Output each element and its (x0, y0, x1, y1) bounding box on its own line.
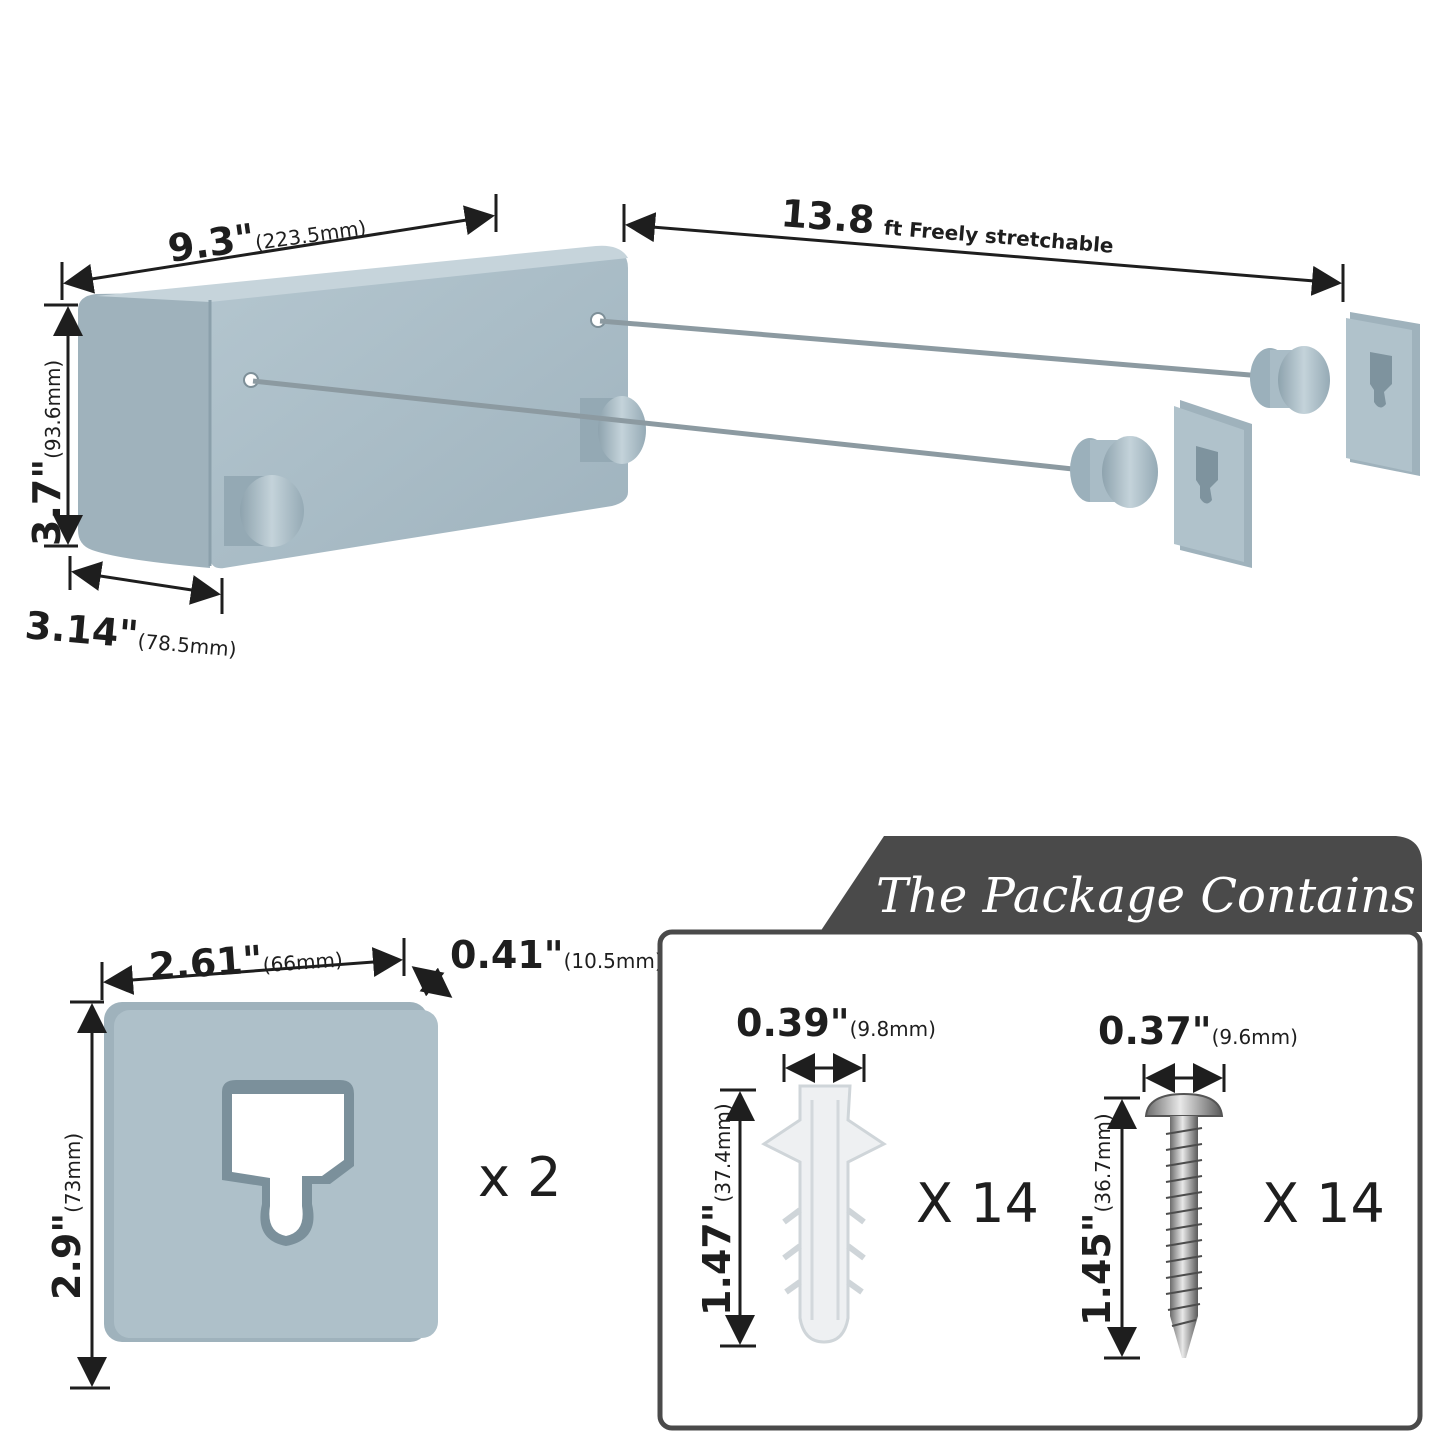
unit-width-value: 9.3" (165, 215, 257, 271)
wire-lower (252, 378, 1083, 473)
knob-left (224, 475, 304, 547)
package-banner (820, 836, 1422, 932)
screw-illustration (1144, 1092, 1224, 1358)
wall-anchor-illustration (761, 1084, 887, 1344)
plate-width-metric: (66mm) (262, 948, 344, 978)
line-length-label: ft Freely stretchable (883, 215, 1114, 257)
dim-unit-width: 9.3"(223.5mm) (60, 194, 498, 300)
anchor-length-value: 1.47" (695, 1202, 739, 1316)
wire-upper (599, 318, 1263, 379)
dim-unit-depth: 3.14"(78.5mm) (23, 556, 239, 665)
wall-plate-small-upper (1346, 312, 1420, 476)
svg-text:2.9"(73mm): 2.9"(73mm) (45, 1133, 89, 1300)
line-length-value: 13.8 (779, 191, 876, 242)
plate-width-value: 2.61" (148, 937, 264, 989)
knob-right (580, 396, 646, 464)
svg-text:9.3"(223.5mm): 9.3"(223.5mm) (165, 200, 368, 271)
anchor-length-metric: (37.4mm) (711, 1103, 735, 1202)
dim-unit-height: 3.7"(93.6mm) (25, 303, 83, 548)
svg-text:0.37"(9.6mm): 0.37"(9.6mm) (1098, 1009, 1298, 1053)
dim-anchor-length: 1.47"(37.4mm) (695, 1088, 756, 1348)
unit-body-side (78, 292, 210, 568)
unit-depth-metric: (78.5mm) (137, 629, 238, 662)
package-title: The Package Contains (876, 868, 1416, 924)
plate-thickness-value: 0.41" (450, 933, 564, 977)
dim-anchor-width: 0.39"(9.8mm) (736, 1001, 936, 1083)
wall-plate-small-lower (1174, 400, 1252, 568)
plate-height-metric: (73mm) (61, 1133, 85, 1213)
dim-plate-thickness: 0.41"(10.5mm) (411, 933, 663, 998)
svg-text:3.14"(78.5mm): 3.14"(78.5mm) (23, 603, 239, 665)
screw-width-metric: (9.6mm) (1212, 1025, 1298, 1049)
anchor-width-metric: (9.8mm) (850, 1017, 936, 1041)
svg-text:1.45"(36.7mm): 1.45"(36.7mm) (1075, 1113, 1119, 1326)
anchor-quantity: X 14 (916, 1172, 1039, 1235)
main-unit-illustration (78, 245, 1420, 569)
unit-height-value: 3.7" (25, 459, 69, 546)
screw-width-value: 0.37" (1098, 1009, 1212, 1053)
dim-plate-width: 2.61"(66mm) (100, 932, 406, 1000)
dim-screw-width: 0.37"(9.6mm) (1098, 1009, 1298, 1093)
wire-hook-lower (1070, 436, 1158, 508)
package-frame (657, 929, 1423, 1431)
wire-hook-upper (1250, 346, 1330, 414)
svg-text:2.61"(66mm): 2.61"(66mm) (148, 932, 344, 989)
screw-length-metric: (36.7mm) (1091, 1113, 1115, 1212)
screw-quantity: X 14 (1262, 1172, 1385, 1235)
dim-screw-length: 1.45"(36.7mm) (1075, 1096, 1140, 1360)
plate-height-value: 2.9" (45, 1213, 89, 1300)
svg-text:3.7"(93.6mm): 3.7"(93.6mm) (25, 360, 69, 546)
plate-thickness-metric: (10.5mm) (564, 949, 663, 973)
wall-plate-illustration (104, 1002, 438, 1342)
screw-length-value: 1.45" (1075, 1212, 1119, 1326)
unit-width-metric: (223.5mm) (254, 215, 368, 254)
svg-text:1.47"(37.4mm): 1.47"(37.4mm) (695, 1103, 739, 1316)
svg-text:0.39"(9.8mm): 0.39"(9.8mm) (736, 1001, 936, 1045)
anchor-width-value: 0.39" (736, 1001, 850, 1045)
unit-body-front (210, 250, 628, 569)
plate-quantity: x 2 (478, 1146, 561, 1209)
dim-plate-height: 2.9"(73mm) (45, 1000, 110, 1390)
package-panel: The Package Contains (657, 836, 1423, 1431)
svg-text:0.41"(10.5mm): 0.41"(10.5mm) (450, 933, 663, 977)
unit-depth-value: 3.14" (23, 603, 140, 657)
unit-height-metric: (93.6mm) (41, 360, 65, 459)
